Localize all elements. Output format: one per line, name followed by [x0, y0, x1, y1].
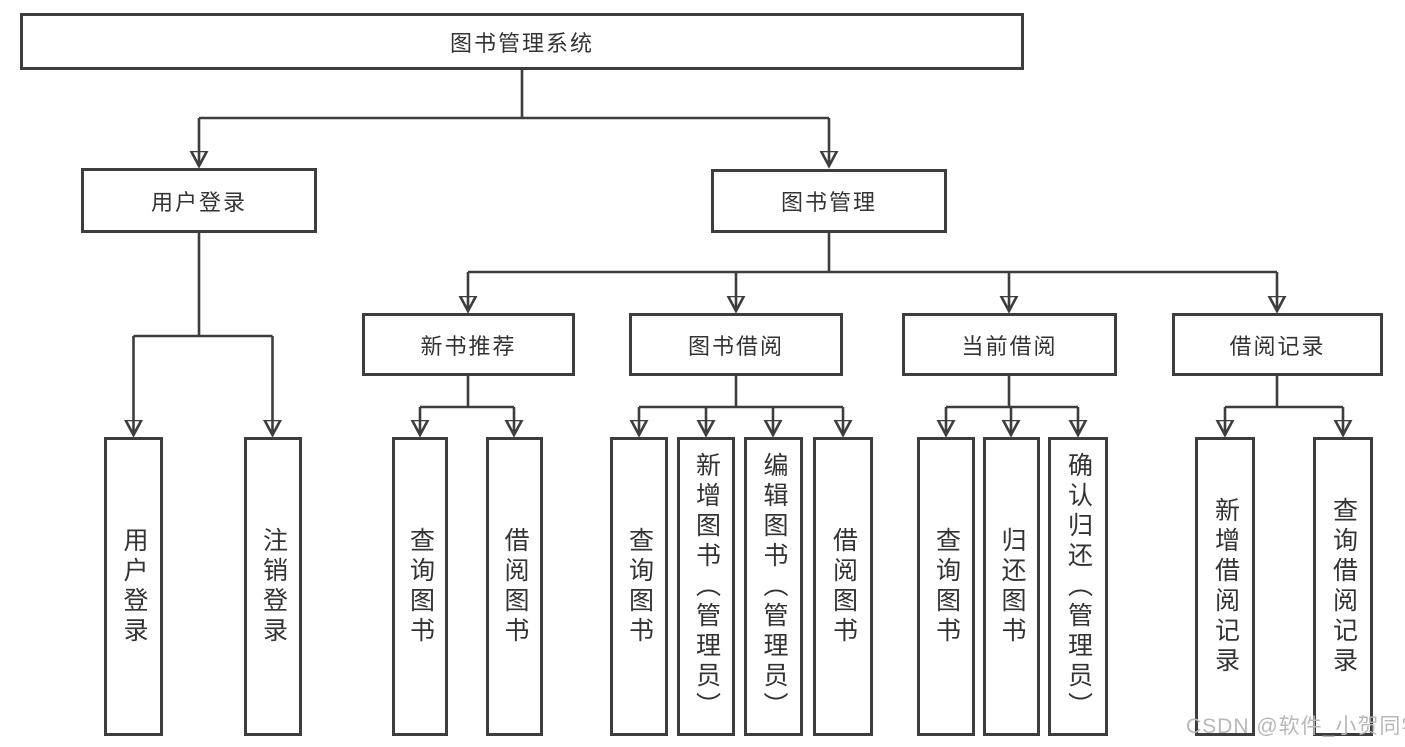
- node-current-borrowing: 当前借阅: [902, 313, 1117, 376]
- leaf-borrowing-edit-books-admin: 编辑图书（管理员）: [744, 437, 803, 736]
- node-borrow-records: 借阅记录: [1172, 313, 1383, 376]
- leaf-newbooks-query-books-label: 查询图书: [406, 526, 435, 647]
- leaf-user-login-label: 用户登录: [120, 526, 148, 647]
- node-borrow-records-label: 借阅记录: [1229, 333, 1326, 359]
- leaf-borrowing-borrow-books-label: 借阅图书: [829, 526, 858, 647]
- leaf-current-return-books-label: 归还图书: [998, 526, 1026, 647]
- leaf-borrowing-query-books-label: 查询图书: [625, 526, 654, 647]
- leaf-user-login: 用户登录: [104, 437, 163, 736]
- leaf-borrowing-add-books-admin: 新增图书（管理员）: [677, 437, 735, 736]
- csdn-watermark: CSDN @软件_小贺同学: [1186, 715, 1405, 738]
- leaf-borrowing-add-books-admin-label: 新增图书（管理员）: [692, 451, 721, 722]
- leaf-records-query-borrow-record-label: 查询借阅记录: [1329, 496, 1358, 677]
- leaf-newbooks-borrow-books-label: 借阅图书: [501, 526, 529, 647]
- leaf-current-return-books: 归还图书: [983, 437, 1040, 736]
- node-current-borrowing-label: 当前借阅: [961, 333, 1058, 359]
- node-root-label: 图书管理系统: [449, 30, 594, 56]
- leaf-borrowing-query-books: 查询图书: [610, 437, 668, 736]
- node-new-book-recommend-label: 新书推荐: [420, 333, 517, 359]
- leaf-current-confirm-return-admin: 确认归还（管理员）: [1048, 437, 1108, 736]
- leaf-current-query-books-label: 查询图书: [932, 526, 961, 647]
- leaf-newbooks-borrow-books: 借阅图书: [486, 437, 543, 736]
- node-user-login-label: 用户登录: [150, 189, 247, 215]
- node-book-management-label: 图书管理: [780, 190, 877, 215]
- node-book-borrowing-label: 图书借阅: [687, 333, 784, 359]
- leaf-current-confirm-return-admin-label: 确认归还（管理员）: [1064, 451, 1093, 722]
- leaf-logout: 注销登录: [244, 437, 302, 736]
- leaf-newbooks-query-books: 查询图书: [392, 437, 448, 736]
- leaf-borrowing-edit-books-admin-label: 编辑图书（管理员）: [760, 451, 788, 722]
- node-new-book-recommend: 新书推荐: [362, 313, 575, 376]
- node-book-management: 图书管理: [711, 169, 947, 233]
- leaf-borrowing-borrow-books: 借阅图书: [813, 437, 873, 736]
- leaf-records-query-borrow-record: 查询借阅记录: [1313, 437, 1373, 736]
- leaf-logout-label: 注销登录: [259, 526, 288, 647]
- leaf-current-query-books: 查询图书: [917, 437, 975, 736]
- leaf-records-add-borrow-record: 新增借阅记录: [1195, 437, 1255, 736]
- leaf-records-add-borrow-record-label: 新增借阅记录: [1211, 496, 1240, 677]
- node-book-borrowing: 图书借阅: [629, 313, 843, 376]
- node-root-library-system: 图书管理系统: [20, 13, 1024, 70]
- node-user-login: 用户登录: [81, 168, 317, 233]
